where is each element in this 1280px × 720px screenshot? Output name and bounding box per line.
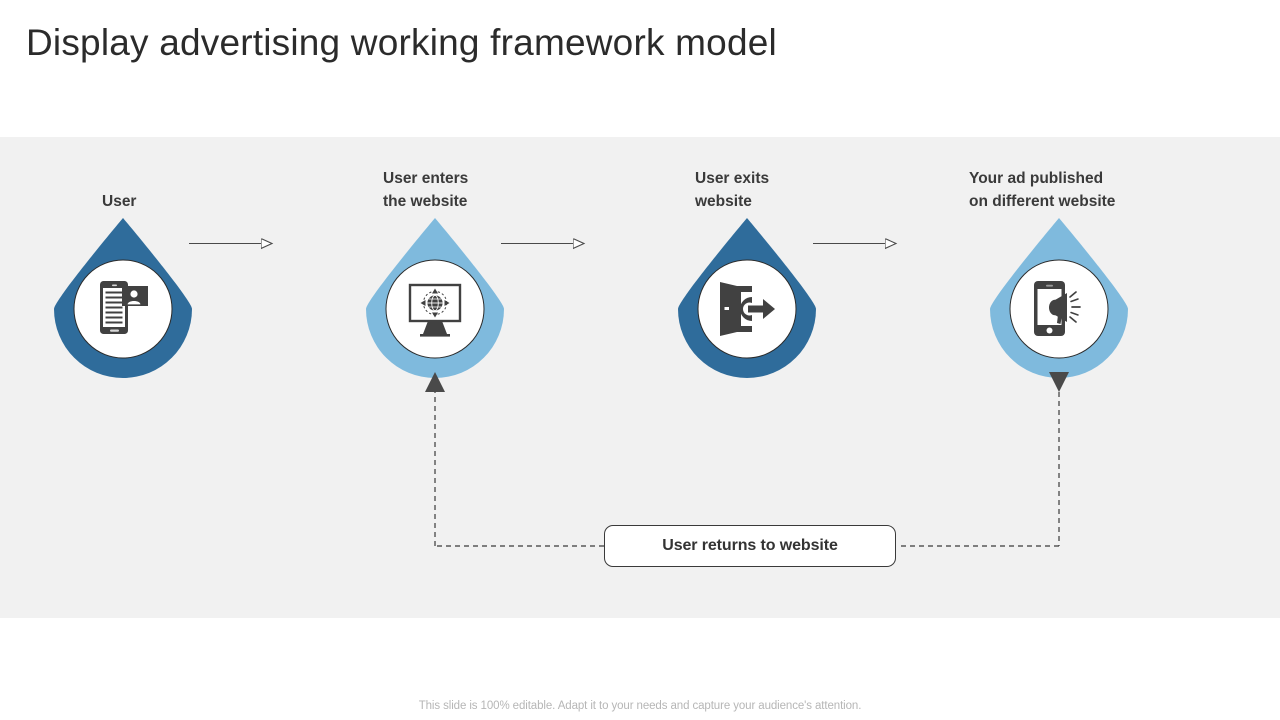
user-returns-label: User returns to website (662, 537, 838, 554)
user-returns-box[interactable]: User returns to website (604, 525, 896, 567)
node-label-user: User (102, 193, 137, 210)
node-label-ad-published: Your ad published on different website (969, 170, 1116, 210)
footer-note: This slide is 100% editable. Adapt it to… (418, 700, 862, 712)
node-label-user-exits: User exits website (695, 170, 770, 210)
node-label-user-enters: User enters the website (383, 170, 469, 210)
page-title: Display advertising working framework mo… (26, 22, 777, 63)
